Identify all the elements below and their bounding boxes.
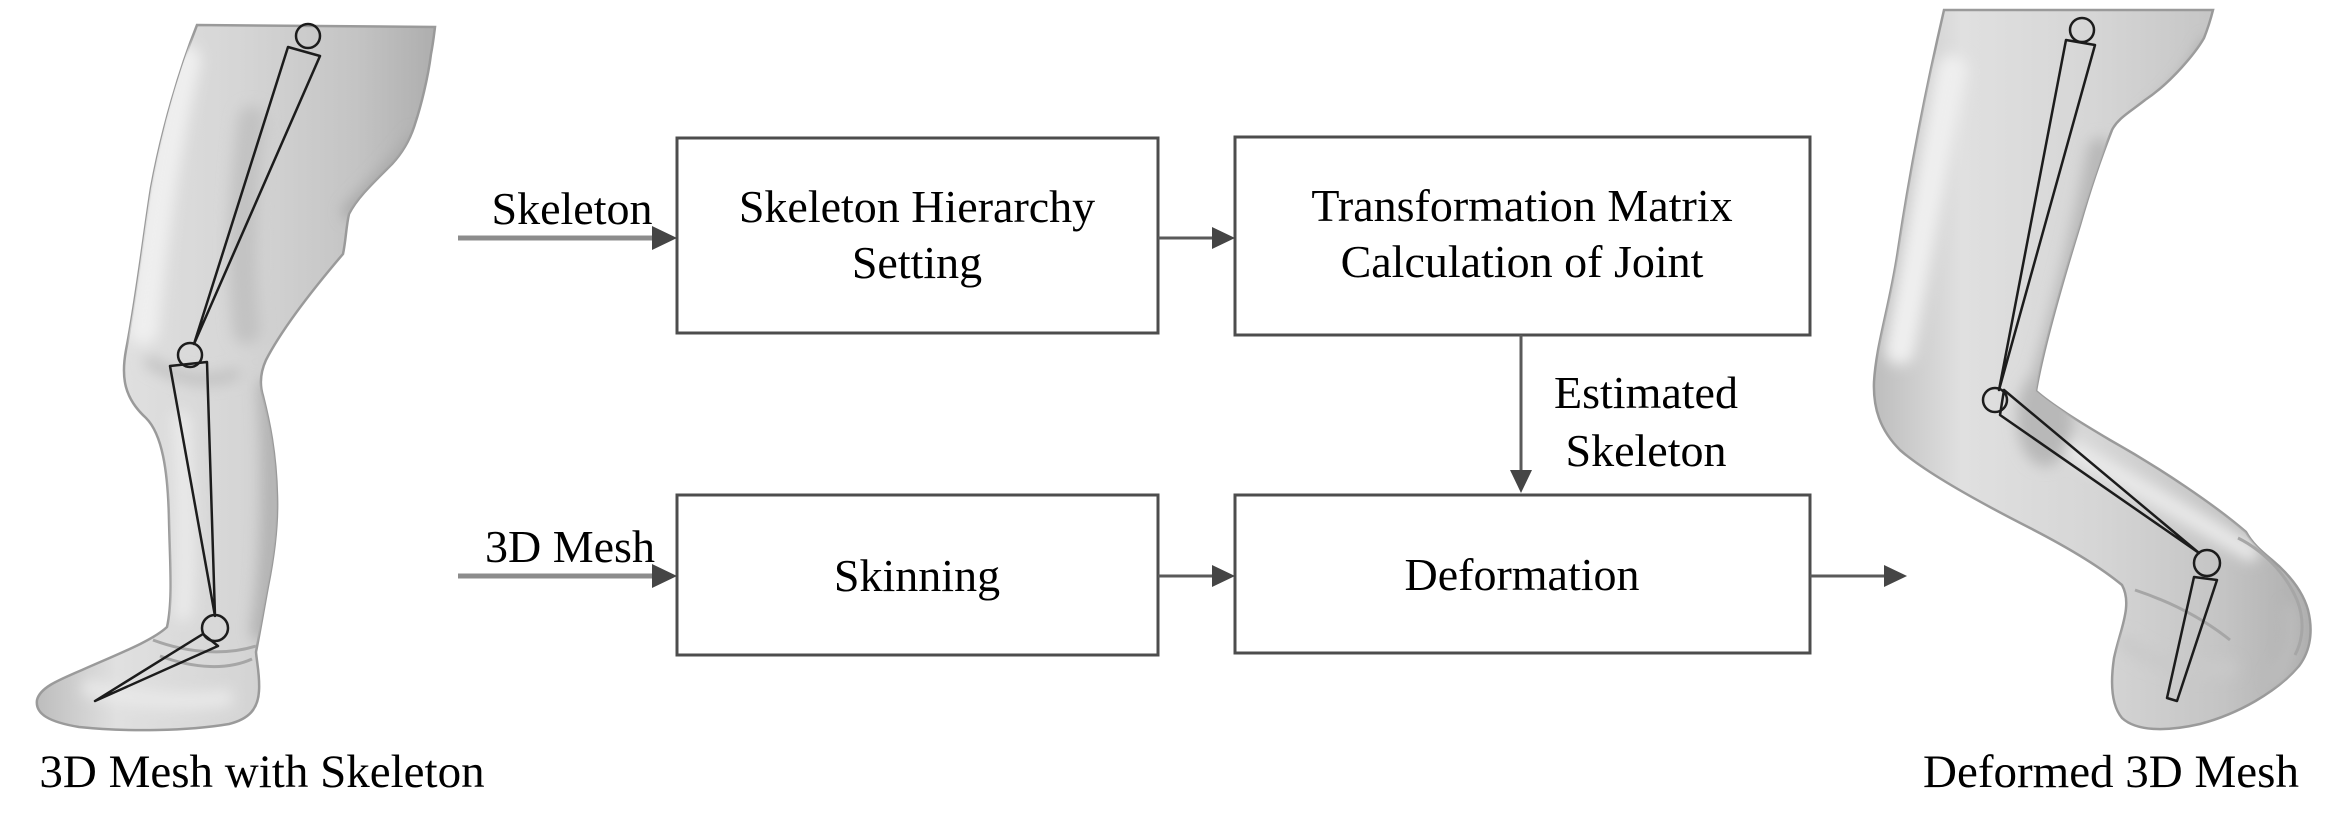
foot-bone-right (2165, 575, 2219, 703)
flow-box-skeleton-hierarchy-setting (675, 136, 1160, 335)
arrowhead-icon (652, 564, 677, 588)
flowchart: Skeleton Hierarchy Setting Transformatio… (458, 135, 1907, 657)
flow-box-transformation-matrix (1233, 135, 1812, 337)
right-leg-mesh-silhouette (1872, 8, 2312, 731)
arrow-mesh-input (458, 564, 677, 588)
flow-box-deformation (1233, 493, 1812, 655)
arrow-skeleton-input (458, 226, 677, 250)
arrow-skinning-to-deformation (1158, 565, 1235, 587)
arrowhead-icon (1212, 565, 1235, 587)
box-transformation-line2: Calculation of Joint (1341, 236, 1704, 287)
hip-joint-circle-left (294, 22, 322, 50)
flow-box-skinning (675, 493, 1160, 657)
arrowhead-icon (1510, 470, 1532, 493)
box-skeleton-hierarchy-line2: Setting (852, 237, 982, 288)
left-shoe-lower-crease (159, 654, 253, 668)
caption-right: Deformed 3D Mesh (1923, 746, 2299, 798)
ankle-joint-circle-left (200, 613, 230, 643)
right-mesh-figure (1872, 8, 2312, 731)
box-deformation-label: Deformation (1404, 549, 1639, 600)
box-skinning-label: Skinning (834, 550, 1000, 601)
label-skeleton-input: Skeleton (492, 183, 653, 234)
caption-left: 3D Mesh with Skeleton (39, 746, 484, 798)
arrow-deformation-output (1810, 565, 1907, 587)
hip-joint-circle-right (2068, 16, 2096, 44)
knee-joint-circle-right (1981, 386, 2009, 414)
arrow-estimated-skeleton (1510, 335, 1532, 493)
shin-bone-left (168, 360, 217, 618)
shin-bone-right (1998, 388, 2201, 555)
right-foot-top-crease (2134, 588, 2231, 642)
arrowhead-icon (1884, 565, 1907, 587)
box-skeleton-hierarchy-line1: Skeleton Hierarchy (739, 181, 1095, 232)
arrowhead-icon (652, 226, 677, 250)
box-transformation-line1: Transformation Matrix (1311, 180, 1732, 231)
arrow-hierarchy-to-matrix (1158, 227, 1235, 249)
label-estimated-skeleton-line1: Estimated (1554, 367, 1738, 418)
right-heel-crease (2237, 536, 2304, 656)
knee-joint-circle-left (176, 341, 204, 369)
arrowhead-icon (1212, 227, 1235, 249)
label-mesh-input: 3D Mesh (485, 521, 655, 572)
label-estimated-skeleton-line2: Skeleton (1566, 425, 1727, 476)
ankle-joint-circle-right (2192, 548, 2222, 578)
left-mesh-figure (35, 22, 437, 732)
thigh-bone-left (192, 45, 322, 346)
